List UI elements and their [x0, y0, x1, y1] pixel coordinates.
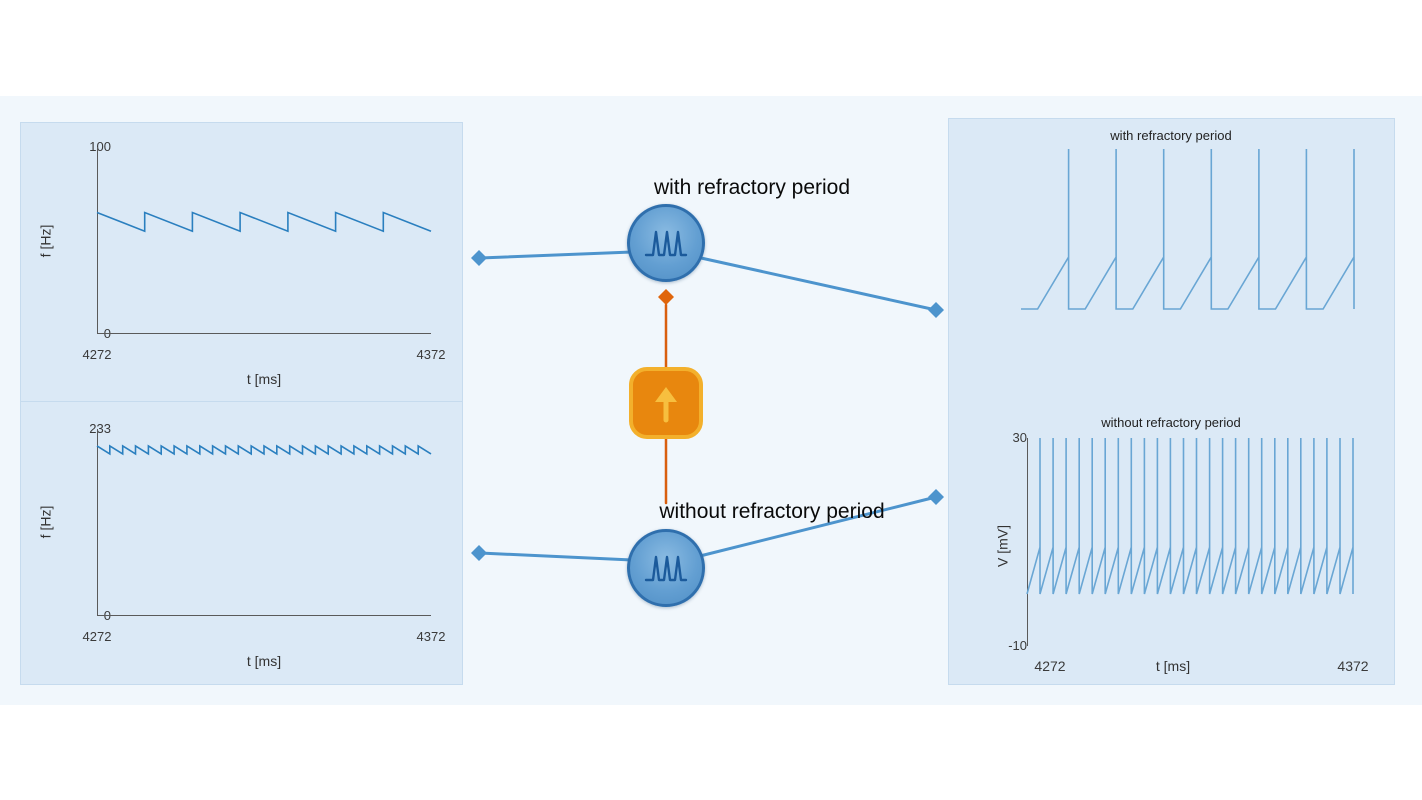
connection-edge[interactable] — [698, 495, 938, 558]
connector-diamond-icon[interactable] — [471, 250, 487, 266]
up-arrow-icon — [655, 387, 677, 423]
connector-diamond-icon[interactable] — [658, 289, 674, 305]
x-max-tick: 4372 — [416, 347, 446, 362]
connection-edge[interactable] — [478, 250, 634, 260]
y-axis-label: f [Hz] — [37, 505, 54, 539]
voltage-title-without: without refractory period — [1101, 415, 1241, 430]
spike-train-icon — [644, 555, 688, 582]
neuron-label-without: without refractory period — [659, 500, 885, 523]
x-axis-label: t [ms] — [1155, 658, 1191, 674]
neuron-node-with-refractory[interactable] — [627, 204, 705, 282]
x-axis-label: t [ms] — [246, 653, 282, 669]
voltage-title-with: with refractory period — [1110, 128, 1232, 143]
y-axis-label: V [mV] — [994, 524, 1011, 568]
firing-rate-trace-with — [96, 147, 432, 334]
y-min-tick: -10 — [1008, 638, 1027, 653]
connector-diamond-icon[interactable] — [471, 545, 487, 561]
y-max-tick: 30 — [1012, 430, 1027, 445]
x-axis-label: t [ms] — [246, 371, 282, 387]
y-max-tick: 233 — [89, 421, 111, 436]
firing-rate-trace-without — [96, 429, 432, 616]
connector-diamond-icon[interactable] — [928, 302, 944, 318]
voltage-trace-without — [1026, 438, 1354, 646]
connection-edge[interactable] — [478, 551, 634, 562]
spike-train-icon — [644, 230, 688, 257]
firing-rate-panel-without-refractory[interactable]: 233 0 f [Hz] 4272 4372 t [ms] — [20, 401, 463, 685]
x-max-tick: 4372 — [1337, 658, 1369, 674]
neuron-label-with: with refractory period — [653, 176, 851, 199]
y-max-tick: 100 — [89, 139, 111, 154]
y-axis-label: f [Hz] — [37, 224, 54, 258]
connector-diamond-icon[interactable] — [928, 489, 944, 505]
voltage-trace-with — [1021, 149, 1355, 310]
x-min-tick: 4272 — [82, 347, 112, 362]
current-generator-node[interactable] — [629, 367, 703, 439]
firing-rate-panel-with-refractory[interactable]: 100 0 f [Hz] 4272 4372 t [ms] — [20, 122, 463, 402]
connection-edge[interactable] — [699, 256, 938, 312]
x-min-tick: 4272 — [82, 629, 112, 644]
x-max-tick: 4372 — [416, 629, 446, 644]
neuron-node-without-refractory[interactable] — [627, 529, 705, 607]
voltage-plot-panel[interactable]: with refractory period without refractor… — [948, 118, 1395, 685]
x-min-tick: 4272 — [1034, 658, 1066, 674]
